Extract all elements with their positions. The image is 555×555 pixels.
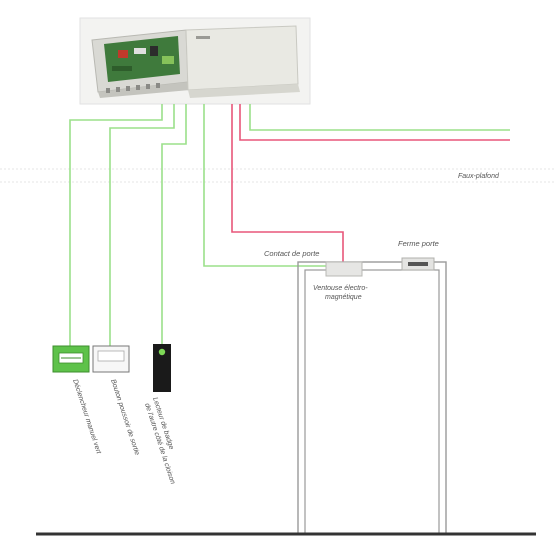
ventouse-label-line1: Ventouse électro- [313,285,368,292]
pink-wires [231,104,510,262]
door-icon [297,261,447,535]
controller-panel-icon [79,17,311,105]
electromagnetic-lock-icon [325,261,363,277]
contact-de-porte-label: Contact de porte [264,249,319,258]
ventouse-label-line2: magnétique [325,294,362,301]
declencheur-label: Déclencheur manuel vert [71,378,102,455]
green-release-button-icon [52,345,90,373]
bouton-poussoir-label: Bouton poussoir de sortie [109,378,140,456]
faux-plafond-label: Faux-plafond [458,173,500,180]
exit-push-button-icon [92,345,130,373]
green-wires [69,104,510,346]
badge-reader-icon [153,344,171,392]
door-closer-icon [401,257,435,271]
ferme-porte-label: Ferme porte [398,239,439,248]
